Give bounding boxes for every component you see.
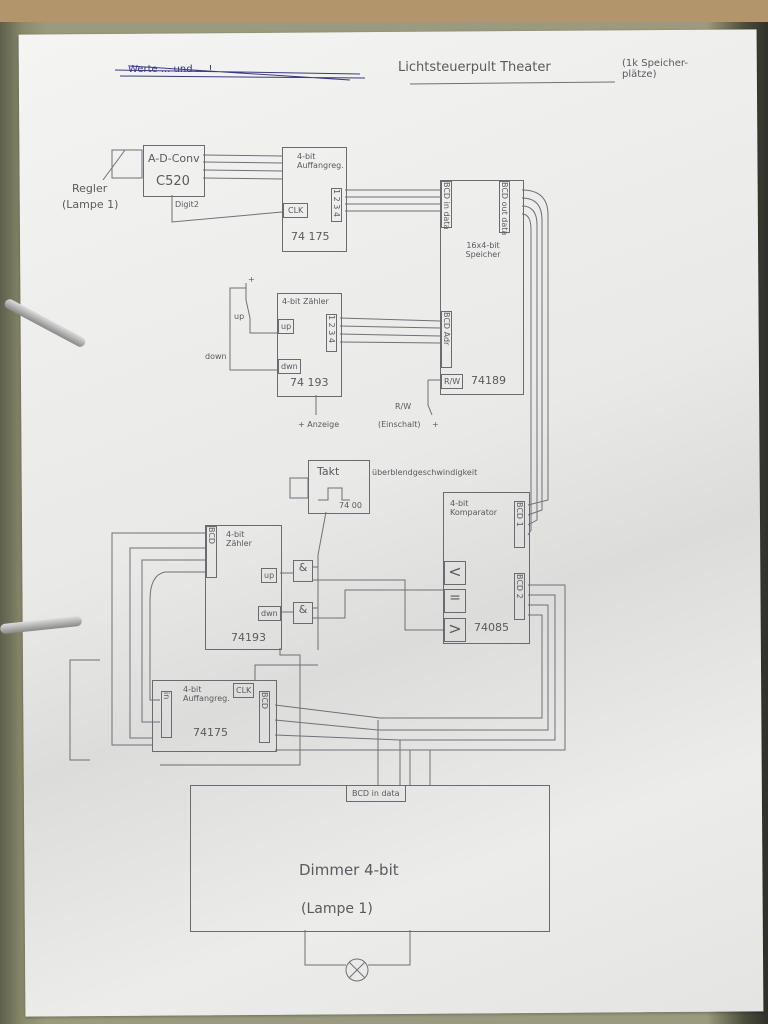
regler-label: Regler bbox=[72, 182, 108, 195]
register-pins: 1 2 3 4 bbox=[331, 188, 342, 222]
display-label: + Anzeige bbox=[298, 420, 340, 429]
rw-switch-sub: (Einschalt) bbox=[378, 420, 421, 429]
register-chip: 74 175 bbox=[291, 230, 330, 243]
register2-label: 4-bit Auffangreg. bbox=[183, 685, 230, 703]
comparator-chip: 74085 bbox=[474, 621, 509, 634]
lamp-icon bbox=[346, 959, 368, 981]
dimmer-block: BCD in data Dimmer 4-bit (Lampe 1) bbox=[190, 785, 550, 932]
comparator-gt: > bbox=[444, 618, 466, 642]
register2-pins: BCD bbox=[259, 691, 270, 743]
plus-supply: + bbox=[248, 275, 255, 284]
clock-chip: 74 00 bbox=[339, 501, 362, 510]
comparator-label: 4-bit Komparator bbox=[450, 499, 498, 517]
memory-74189: BCD in data BCD out data 16x4-bit Speich… bbox=[440, 180, 524, 395]
adc-output-label: Digit2 bbox=[175, 200, 199, 209]
adc-chip: C520 bbox=[156, 174, 190, 189]
adc-block: A-D-Conv C520 bbox=[143, 145, 205, 197]
memory-label: 16x4-bit Speicher bbox=[465, 241, 501, 259]
register-74175-bottom: in 4-bit Auffangreg. CLK 74175 BCD bbox=[152, 680, 277, 752]
memory-address: BCD Adr bbox=[441, 311, 452, 368]
and-gate-up: & bbox=[293, 560, 313, 582]
memory-data-in: BCD in data bbox=[441, 181, 452, 230]
rw-switch-label: R/W bbox=[395, 402, 412, 411]
adc-label: A-D-Conv bbox=[148, 152, 200, 165]
register2-in: in bbox=[161, 691, 172, 738]
memory-chip: 74189 bbox=[471, 374, 506, 387]
comparator-eq: = bbox=[444, 589, 466, 613]
dimmer-data-in: BCD in data bbox=[346, 785, 406, 802]
counter2-down-pin: dwn bbox=[258, 606, 281, 621]
regler-sub: (Lampe 1) bbox=[62, 198, 119, 211]
register-label: 4-bit Auffangreg. bbox=[297, 152, 344, 170]
counter-down-pin: dwn bbox=[278, 359, 301, 374]
dimmer-sub: (Lampe 1) bbox=[301, 901, 373, 917]
counter-74193-bottom: 4-bit Zähler BCD up dwn 74193 bbox=[205, 525, 282, 650]
counter2-pins: BCD bbox=[206, 526, 217, 578]
clock-block: Takt 74 00 bbox=[308, 460, 370, 514]
comparator-input-b: BCD 2 bbox=[514, 573, 525, 620]
comparator-74085: 4-bit Komparator < = > 74085 BCD 1 BCD 2 bbox=[443, 492, 530, 644]
title-note: (1k Speicher-plätze) bbox=[622, 58, 688, 80]
register2-chip: 74175 bbox=[193, 726, 228, 739]
memory-data-out: BCD out data bbox=[499, 181, 510, 236]
counter2-chip: 74193 bbox=[231, 631, 266, 644]
counter2-label: 4-bit Zähler bbox=[226, 530, 252, 548]
counter-up-pin: up bbox=[278, 319, 295, 334]
struck-out-text: Werte ... und ... ! bbox=[128, 64, 213, 75]
counter-74193-top: 4-bit Zähler up dwn 74 193 1 2 3 4 bbox=[277, 293, 342, 397]
counter-chip: 74 193 bbox=[290, 376, 329, 389]
clk-pin: CLK bbox=[283, 203, 309, 218]
counter-pins: 1 2 3 4 bbox=[326, 314, 337, 352]
clock-label: Takt bbox=[317, 465, 340, 478]
register2-clk-pin: CLK bbox=[233, 683, 255, 698]
register-74175-top: 4-bit Auffangreg. CLK 74 175 1 2 3 4 bbox=[282, 147, 347, 252]
switch-down-label: down bbox=[205, 352, 227, 361]
dimmer-label: Dimmer 4-bit bbox=[299, 861, 399, 879]
comparator-input-a: BCD 1 bbox=[514, 501, 525, 548]
fade-speed-label: überblendgeschwindigkeit bbox=[372, 468, 478, 477]
page-title: Lichtsteuerpult Theater bbox=[398, 60, 551, 75]
comparator-lt: < bbox=[444, 561, 466, 585]
memory-rw-pin: R/W bbox=[441, 374, 464, 389]
rw-plus: + bbox=[432, 420, 439, 429]
counter-label: 4-bit Zähler bbox=[282, 297, 329, 306]
counter2-up-pin: up bbox=[261, 568, 278, 583]
switch-up-label: up bbox=[234, 312, 245, 321]
and-gate-down: & bbox=[293, 602, 313, 624]
